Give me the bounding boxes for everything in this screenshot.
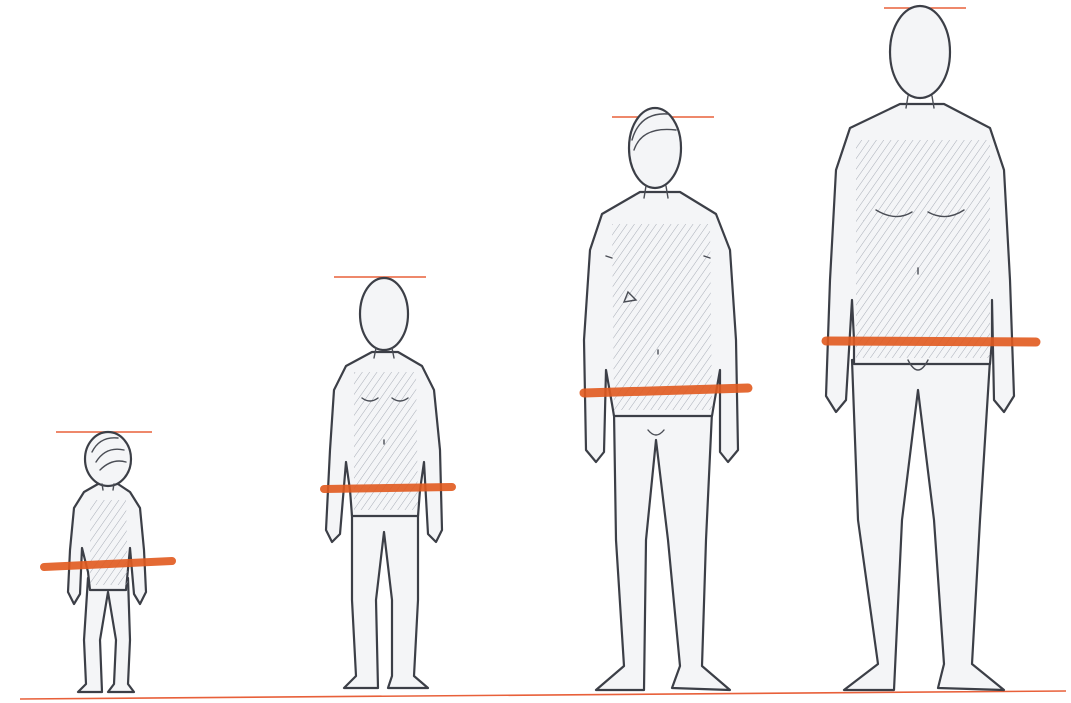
adolescent-legs: [596, 412, 730, 690]
midpoint-marker-child: [324, 487, 452, 489]
midpoint-marker-adolescent: [584, 388, 748, 393]
toddler-hatching: [90, 500, 128, 585]
figure-adult: [826, 6, 1036, 690]
midpoint-marker-toddler: [44, 561, 172, 567]
adult-head: [890, 6, 950, 98]
toddler-legs: [78, 578, 134, 692]
adult-legs: [844, 360, 1004, 690]
figure-toddler: [44, 432, 172, 692]
midpoint-marker-adult: [826, 341, 1036, 342]
figure-adolescent: [584, 108, 748, 690]
ground-line: [20, 691, 1066, 699]
adult-hatching: [856, 140, 990, 358]
adolescent-hatching: [612, 224, 712, 410]
figure-child: [324, 277, 452, 688]
toddler-head: [85, 432, 131, 486]
child-legs: [344, 510, 428, 688]
child-head: [360, 278, 408, 350]
adolescent-head: [629, 108, 681, 188]
